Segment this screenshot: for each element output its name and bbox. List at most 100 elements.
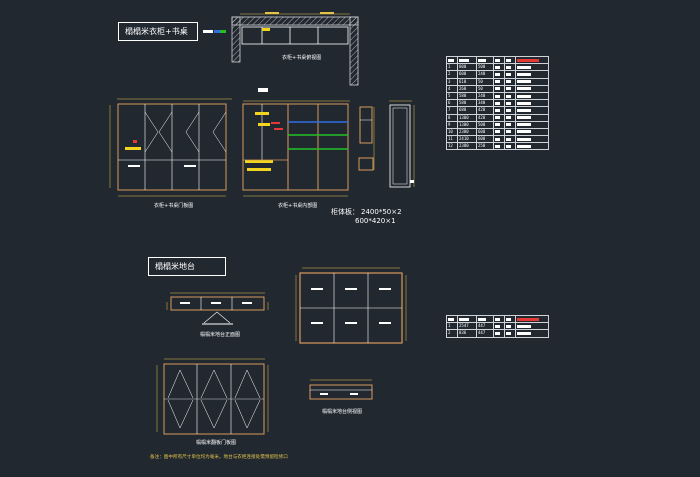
cell-id: 1 <box>446 322 458 331</box>
swatch-mark <box>495 101 500 105</box>
cell-mark <box>493 91 505 101</box>
cell-desc <box>515 84 549 93</box>
cell-mark <box>493 70 505 79</box>
swatch-mark <box>495 108 500 112</box>
cell-desc <box>515 322 549 331</box>
cell-width: 240 <box>476 70 494 79</box>
cell-mark <box>504 127 516 137</box>
wardrobe-desk-title: 榻榻米衣柜+书桌 <box>118 22 198 41</box>
cell-desc <box>515 329 549 338</box>
swatch-mark <box>495 331 500 335</box>
cell-size: 2380 <box>457 142 477 151</box>
swatch-mark <box>506 144 511 148</box>
swatch-mark <box>495 80 500 84</box>
side-section-small <box>358 106 375 171</box>
swatch-mark <box>517 108 531 112</box>
cell-mark <box>493 135 505 144</box>
cell-mark <box>493 84 505 93</box>
swatch-mark <box>506 116 511 120</box>
swatch-mark <box>495 144 500 148</box>
swatch-mark <box>517 144 531 148</box>
tatami-base-title: 榻榻米地台 <box>148 257 226 276</box>
sheet-note-line-1: 2400*50×2 <box>361 208 402 216</box>
tatami-door-elevation <box>156 358 269 435</box>
cell-size: 610 <box>457 77 477 86</box>
sheet-note-line-2: 600*420×1 <box>355 216 396 225</box>
swatch-mark <box>495 123 500 127</box>
cell-size: 1300 <box>457 120 477 129</box>
cell-width: 600 <box>476 127 494 137</box>
cell-desc <box>515 135 549 144</box>
swatch-mark <box>506 87 511 91</box>
cell-size: 2547 <box>457 322 477 331</box>
cell-mark <box>504 322 516 331</box>
cell-mark <box>493 329 505 338</box>
tatami-base-title-text: 榻榻米地台 <box>155 262 195 271</box>
cell-size: 260 <box>457 84 477 93</box>
swatch-mark <box>517 65 531 69</box>
swatch-mark <box>517 80 531 84</box>
label-wardrobe-front-doors: 衣柜+书桌门板图 <box>154 203 194 209</box>
cell-width: 447 <box>476 322 494 331</box>
cell-mark <box>493 99 505 108</box>
cell-width: 420 <box>476 106 494 115</box>
tatami-front-elevation <box>166 292 269 325</box>
cell-size: 580 <box>457 99 477 108</box>
swatch-mark <box>495 116 500 120</box>
cell-mark <box>504 142 516 151</box>
swatch-mark <box>506 123 511 127</box>
cell-width: 600 <box>476 135 494 144</box>
swatch-mark <box>506 130 511 134</box>
cell-mark <box>504 106 516 115</box>
cell-id: 12 <box>446 142 458 151</box>
cell-mark <box>504 77 516 86</box>
wardrobe-top-plan <box>231 12 359 86</box>
cell-width: 500 <box>476 120 494 129</box>
cell-mark <box>493 142 505 151</box>
cell-mark <box>504 63 516 72</box>
cell-id: 10 <box>446 127 458 137</box>
cell-desc <box>515 113 549 122</box>
cell-size: 580 <box>457 91 477 101</box>
cell-id: 9 <box>446 120 458 129</box>
table-header-row <box>446 55 549 65</box>
cell-size: 836 <box>457 329 477 338</box>
cell-width: 240 <box>476 91 494 101</box>
wardrobe-internal <box>242 88 350 197</box>
tatami-table-header-row <box>446 314 549 324</box>
cell-mark <box>493 322 505 331</box>
cell-mark <box>504 84 516 93</box>
swatch-mark <box>495 130 500 134</box>
cell-mark <box>504 99 516 108</box>
swatch-mark <box>495 137 500 141</box>
cell-id: 11 <box>446 135 458 144</box>
cell-mark <box>493 63 505 72</box>
swatch-mark <box>506 65 511 69</box>
cell-mark <box>493 113 505 122</box>
cell-width: 50 <box>476 84 494 93</box>
cell-id: 5 <box>446 91 458 101</box>
swatch-mark <box>517 123 531 127</box>
swatch-mark <box>495 72 500 76</box>
label-tatami-side: 榻榻米地台侧视图 <box>322 409 363 415</box>
swatch-mark <box>495 94 500 98</box>
label-wardrobe-top-plan: 衣柜+书桌俯视图 <box>282 55 322 61</box>
wardrobe-desk-title-text: 榻榻米衣柜+书桌 <box>125 27 188 36</box>
cell-width: 250 <box>476 142 494 151</box>
cell-mark <box>504 70 516 79</box>
cell-desc <box>515 77 549 86</box>
swatch-mark <box>495 87 500 91</box>
cell-desc <box>515 63 549 72</box>
cell-mark <box>504 120 516 129</box>
